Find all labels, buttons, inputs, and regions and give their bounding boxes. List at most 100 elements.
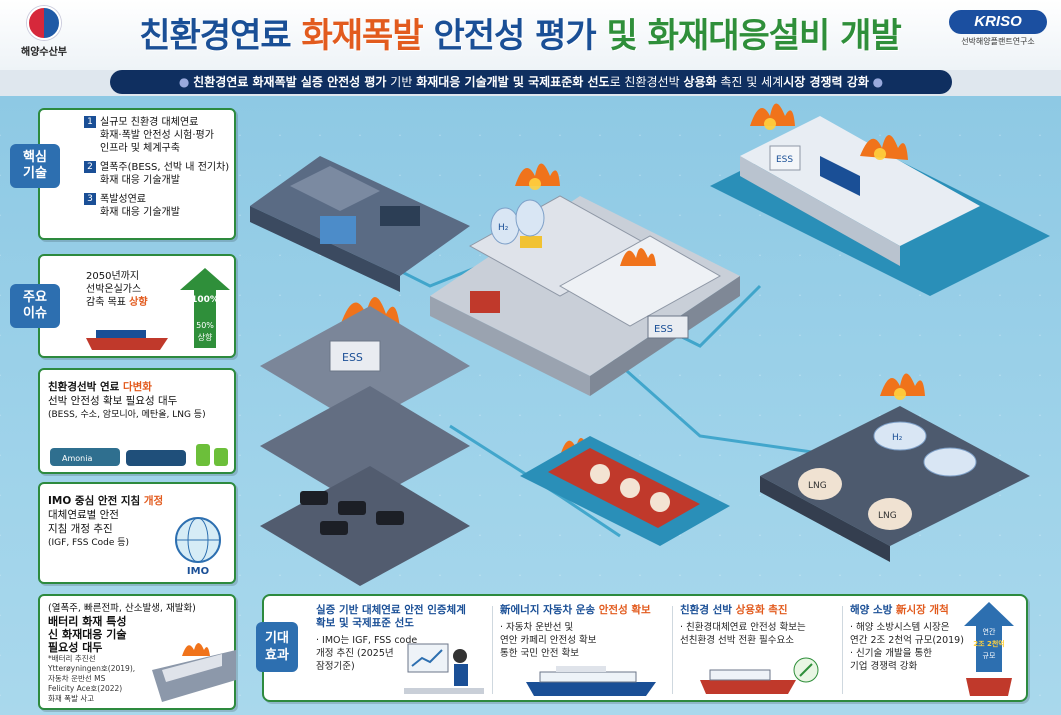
effect-title: 친환경 선박 — [680, 604, 736, 616]
effect-vehicle-safety: 新에너지 자동차 운송 안전성 확보 · 자동차 운반선 및 연안 카페리 안전… — [500, 604, 670, 660]
stat-label-3: 규모 — [983, 652, 996, 660]
battery-note: Ytterøyningen호(2019), — [48, 664, 136, 673]
control-desk-icon — [380, 206, 420, 226]
subtitle-bar: ● 친환경연료 화재폭발 실증 안전성 평가 기반 화재대응 기술개발 및 국제… — [110, 70, 952, 94]
key-issue-panel: 주요 이슈 2050년까지 선박온실가스 감축 목표 상향 100% 50% 상… — [10, 254, 236, 358]
effects-tag-line1: 기대 — [265, 631, 289, 646]
page-title: 친환경연료 화재폭발 안전성 평가 및 화재대응설비 개발 — [90, 8, 950, 57]
ammonia-label: Amonia — [62, 454, 92, 463]
kriso-logo-text: KRISO — [949, 10, 1047, 34]
battery-note: *배터리 추진선 — [48, 654, 96, 663]
imo-globe-label: IMO — [187, 566, 209, 577]
imo-globe-icon: IMO — [175, 517, 221, 577]
effect-body: 기업 경쟁력 강화 — [850, 661, 918, 672]
presentation-icon — [404, 643, 484, 694]
effect-body: · IMO는 IGF, FSS code — [316, 635, 418, 646]
naval-ship-illustration — [250, 156, 470, 292]
imo-line4: (IGF, FSS Code 등) — [48, 538, 130, 548]
item-number: 3 — [84, 193, 96, 205]
item-text-line: 폭발성연료 — [100, 194, 146, 205]
ministry-name: 해양수산부 — [21, 47, 67, 58]
alt-fuel-line3: (BESS, 수소, 암모니아, 메탄올, LNG 등) — [48, 410, 206, 420]
fuel-tanks-icon: Amonia — [50, 444, 228, 466]
alt-fuel-line1: 친환경선박 연료 — [48, 381, 123, 393]
list-item: 1 실규모 친환경 대체연료 화재·폭발 안전성 시험·평가 인프라 및 체계구… — [84, 116, 234, 155]
key-issue-tag-line2: 이슈 — [23, 306, 47, 321]
effects-tag: 기대 효과 — [256, 622, 298, 672]
list-item: 3 폭발성연료 화재 대응 기술개발 — [84, 193, 234, 219]
ship-ess-label: ESS — [776, 155, 793, 165]
key-issue-line2: 선박온실가스 — [86, 284, 142, 295]
imo-line1: IMO 중심 안전 지침 — [48, 495, 144, 507]
effect-title-highlight: 안전성 확보 — [598, 604, 651, 616]
item-text-line: 화재 대응 기술개발 — [100, 175, 180, 186]
subtitle-part-2: 기반 — [386, 75, 417, 89]
effect-title-highlight: 新시장 개척 — [895, 604, 949, 616]
title-part-1: 친환경연료 — [139, 16, 302, 56]
imo-panel: IMO 중심 안전 지침 개정 대체연료별 안전 지침 개정 추진 (IGF, … — [38, 482, 236, 584]
battery-panel: (열폭주, 빠른전파, 산소발생, 재발화) 배터리 화재 특성 신 화재대응 … — [38, 594, 236, 710]
effect-body: 연간 2조 2천억 규모(2019) — [850, 635, 964, 646]
stack-ess-label: ESS — [342, 351, 363, 364]
core-tech-tag: 핵심 기술 — [10, 144, 60, 188]
cargo-ship-illustration: ESS — [710, 116, 1050, 296]
kriso-logo: KRISO 선박해양플랜트연구소 — [949, 10, 1047, 47]
effect-title: 新에너지 자동차 운송 — [500, 604, 599, 616]
divider — [672, 606, 673, 694]
key-issue-tag: 주요 이슈 — [10, 284, 60, 328]
market-growth-arrow-icon: 연간 2조 2천억 규모 — [964, 602, 1014, 696]
battery-note: 화재 폭발 사고 — [48, 694, 95, 703]
battery-line2: 배터리 화재 특성 — [48, 615, 127, 628]
ess-test-facility-illustration: H₂ ESS — [430, 195, 740, 396]
title-part-2: 화재폭발 — [301, 16, 424, 56]
kriso-org-name: 선박해양플랜트연구소 — [961, 37, 1035, 46]
effect-body: · 해양 소방시스템 시장은 — [850, 622, 950, 633]
alt-fuel-line2: 선박 안전성 확보 필요성 대두 — [48, 395, 178, 407]
scene-illustration: H₂ ESS ESS ESS — [250, 103, 1050, 586]
title-part-3: 안전성 평가 — [422, 16, 596, 56]
effect-title: 실증 기반 대체연료 안전 인증체계 — [316, 604, 466, 616]
effects-tag-line2: 효과 — [265, 648, 289, 663]
arrow-bottom-label: 상향 — [198, 332, 213, 342]
item-text-line: 열폭주(BESS, 선박 내 전기차) — [100, 162, 230, 173]
battery-line3: 신 화재대응 기술 — [48, 628, 127, 641]
effect-body: 개정 추진 (2025년 — [316, 648, 394, 659]
stat-label-1: 연간 — [983, 627, 996, 636]
effect-commercialization: 친환경 선박 상용화 촉진 · 친환경대체연료 안전성 확보는 선친환경 선박 … — [680, 604, 835, 647]
item-text-line: 실규모 친환경 대체연료 — [100, 117, 199, 128]
lng-tank-label-2: LNG — [878, 511, 897, 521]
stacked-ess-layers-illustration: ESS — [260, 306, 470, 586]
battery-text: (열폭주, 빠른전파, 산소발생, 재발화) 배터리 화재 특성 신 화재대응 … — [48, 602, 196, 704]
item-text-line: 화재·폭발 안전성 시험·평가 — [100, 130, 214, 141]
battery-line1: (열폭주, 빠른전파, 산소발생, 재발화) — [48, 603, 196, 614]
alt-fuel-text: 친환경선박 연료 다변화 선박 안전성 확보 필요성 대두 (BESS, 수소,… — [48, 380, 206, 422]
lng-tanker-illustration — [520, 436, 730, 546]
item-number: 2 — [84, 161, 96, 173]
divider — [842, 606, 843, 694]
effect-body: 잠정기준) — [316, 661, 355, 672]
ministry-logo: 해양수산부 — [14, 6, 74, 58]
fire-truck-icon — [470, 291, 500, 313]
taegeuk-emblem-icon — [27, 6, 61, 40]
expected-effects-panel: 기대 효과 실증 기반 대체연료 안전 인증체계 확보 및 국제표준 선도 · … — [256, 594, 1028, 702]
eco-ship-icon — [700, 657, 819, 694]
battery-note: 자동차 운반선 MS — [48, 674, 106, 683]
title-part-4: 및 화재대응설비 개발 — [595, 16, 902, 56]
effect-body: 선친환경 선박 전환 필수요소 — [680, 635, 794, 646]
key-issue-text: 2050년까지 선박온실가스 감축 목표 상향 — [86, 270, 148, 309]
core-tech-tag-line1: 핵심 — [23, 150, 47, 165]
server-rack-icon — [320, 216, 356, 244]
alt-fuel-panel: 친환경선박 연료 다변화 선박 안전성 확보 필요성 대두 (BESS, 수소,… — [38, 368, 236, 474]
platform-h2-label: H₂ — [892, 433, 903, 443]
subtitle-part-6: 촉진 및 세계 — [716, 75, 784, 89]
key-issue-highlight: 상향 — [129, 297, 148, 308]
key-issue-tag-line1: 주요 — [23, 290, 47, 305]
h2-tank-label: H₂ — [498, 223, 509, 233]
battery-line4: 필요성 대두 — [48, 641, 103, 654]
item-text-line: 화재 대응 기술개발 — [100, 207, 180, 218]
core-tech-list: 1 실규모 친환경 대체연료 화재·폭발 안전성 시험·평가 인프라 및 체계구… — [84, 116, 234, 225]
arrow-mid-label: 50% — [196, 321, 214, 330]
imo-line3: 지침 개정 추진 — [48, 523, 113, 535]
burning-ship-icon — [152, 643, 236, 702]
alt-fuel-highlight: 다변화 — [122, 381, 152, 393]
